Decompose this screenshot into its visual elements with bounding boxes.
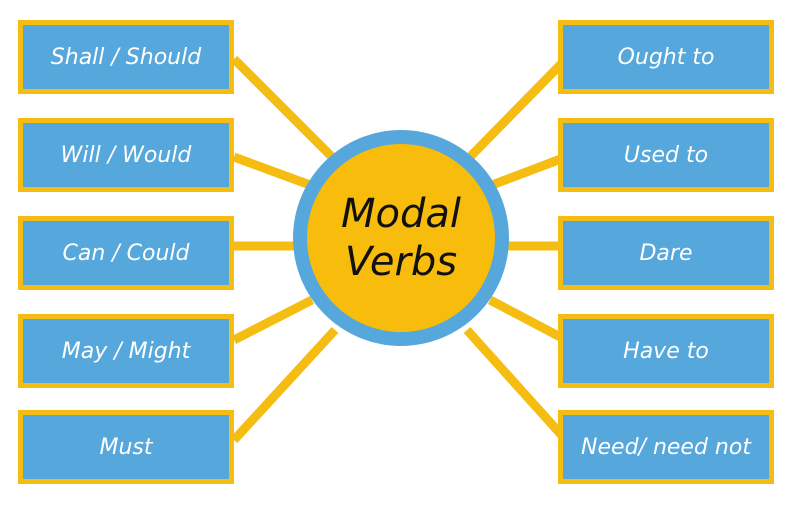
node-need-not: Need/ need not: [558, 410, 774, 484]
node-used-to: Used to: [558, 118, 774, 192]
node-ought-to: Ought to: [558, 20, 774, 94]
connector-have-to: [487, 296, 569, 344]
connector-ought-to: [463, 55, 570, 164]
node-shall-should: Shall / Should: [18, 20, 234, 94]
node-have-to: Have to: [558, 314, 774, 388]
center-hub: Modal Verbs: [307, 144, 495, 332]
connector-shall-should: [230, 55, 339, 164]
center-title-line2: Verbs: [344, 239, 458, 285]
connector-will-would: [232, 152, 312, 190]
connector-must: [230, 326, 339, 444]
center-title-line1: Modal: [341, 191, 461, 237]
connector-need-not: [463, 326, 570, 444]
node-will-would: Will / Would: [18, 118, 234, 192]
node-dare: Dare: [558, 216, 774, 290]
node-may-might: May / Might: [18, 314, 234, 388]
connector-may-might: [231, 295, 315, 345]
node-can-could: Can / Could: [18, 216, 234, 290]
connector-used-to: [490, 152, 568, 190]
node-must: Must: [18, 410, 234, 484]
